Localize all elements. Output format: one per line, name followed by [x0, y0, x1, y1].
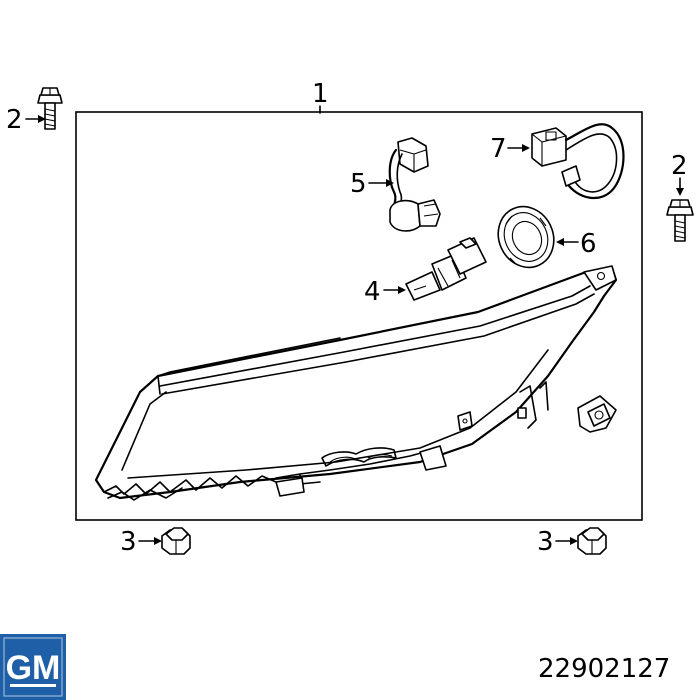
leader-3-left	[138, 537, 162, 545]
gm-logo: GM	[0, 634, 66, 700]
callout-7: 7	[490, 134, 507, 164]
leader-4	[383, 286, 406, 294]
cap-ring	[497, 205, 555, 269]
nut-left	[161, 527, 191, 555]
bolt-right	[666, 199, 694, 242]
leader-7	[507, 144, 530, 152]
callout-3-right: 3	[537, 527, 554, 557]
leader-2-left	[25, 115, 46, 123]
gm-logo-text: GM	[6, 649, 61, 687]
callout-1: 1	[312, 79, 329, 109]
callout-2-left: 2	[6, 105, 23, 135]
headlamp-housing	[94, 265, 618, 501]
socket-harness	[388, 137, 441, 232]
part-number: 22902127	[538, 654, 670, 684]
bulb	[405, 237, 487, 301]
leader-3-right	[555, 537, 578, 545]
callout-2-right: 2	[671, 151, 688, 181]
nut-right	[577, 527, 607, 555]
gm-logo-badge	[0, 634, 66, 700]
leader-6	[556, 238, 579, 246]
bolt-left	[37, 87, 63, 130]
connector-harness	[531, 123, 625, 200]
callout-4: 4	[364, 277, 381, 307]
callout-3-left: 3	[120, 527, 137, 557]
assembly-frame	[75, 111, 643, 521]
callout-6: 6	[580, 229, 597, 259]
callout-5: 5	[350, 169, 367, 199]
leader-2-right	[676, 177, 684, 196]
retainer-clip	[577, 395, 617, 433]
